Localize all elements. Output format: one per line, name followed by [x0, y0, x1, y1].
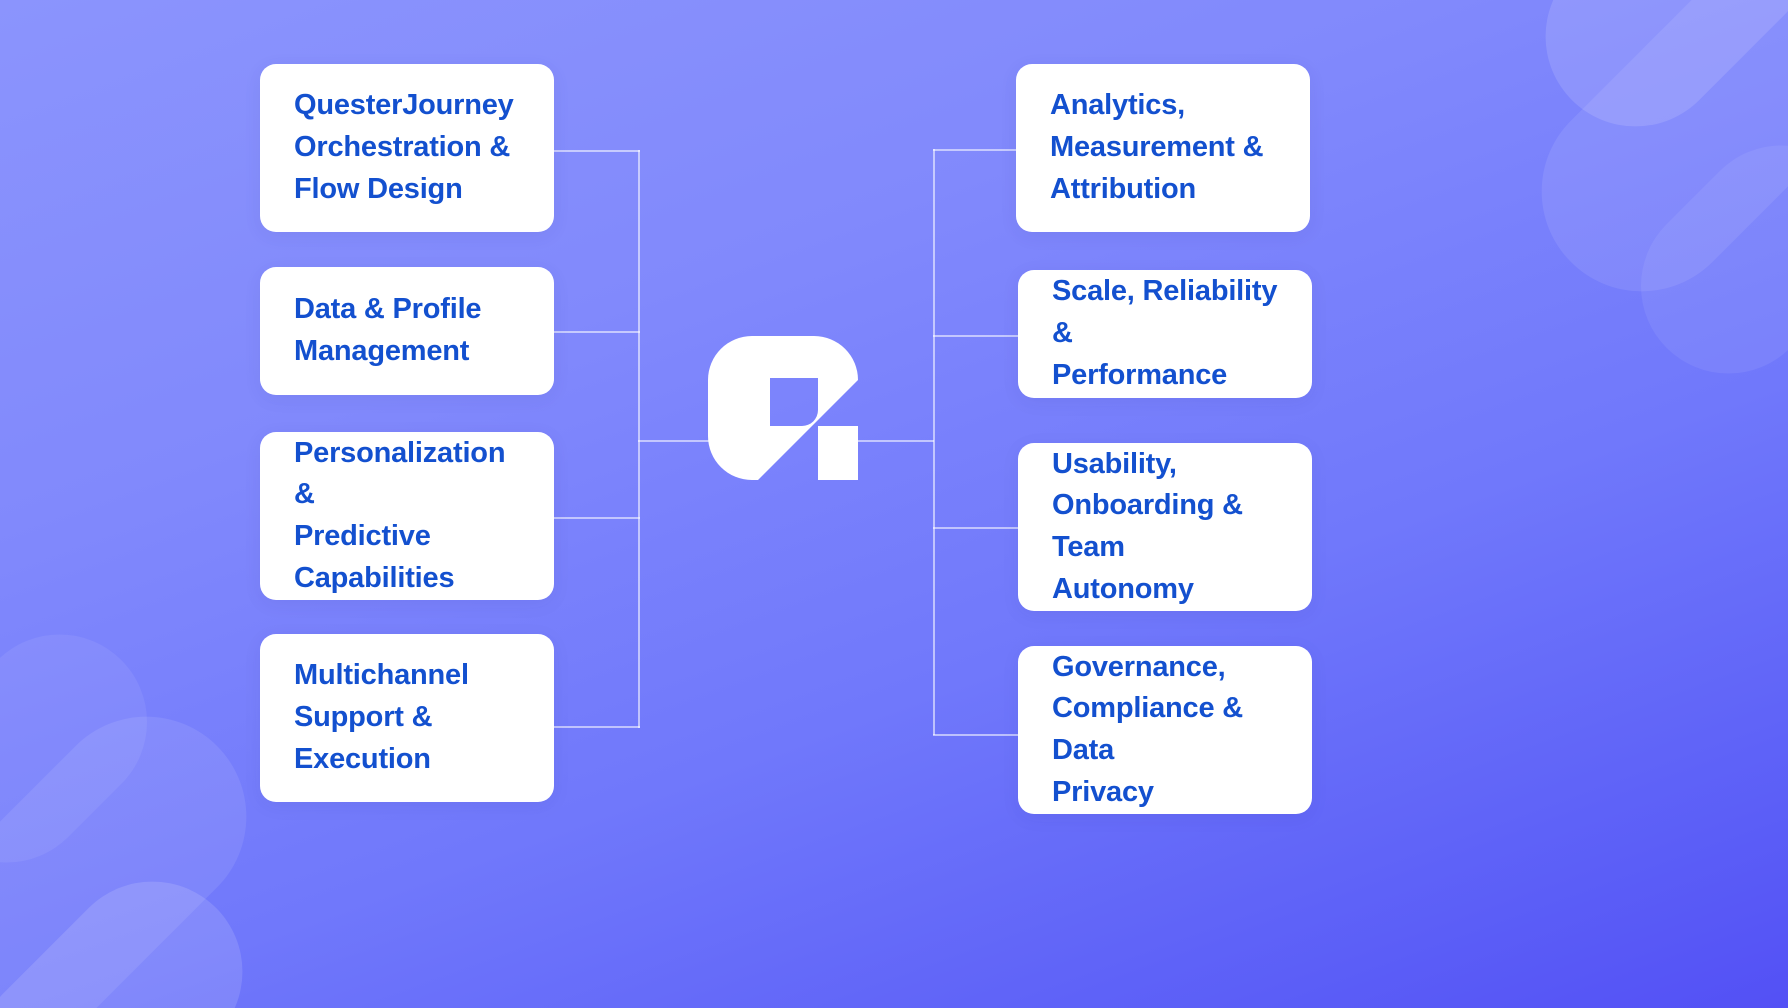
connector-left-branch-0: [554, 150, 640, 152]
branch-card-left-1[interactable]: Data & Profile Management: [260, 267, 554, 395]
branch-card-right-1-label: Scale, Reliability & Performance: [1052, 275, 1278, 391]
connector-left-trunk-to-hub: [638, 440, 710, 442]
branch-card-left-1-label: Data & Profile Management: [294, 293, 482, 367]
connector-right-branch-0: [933, 149, 1019, 151]
branch-card-left-2-label: Personalization & Predictive Capabilitie…: [294, 436, 506, 594]
connector-left-branch-2: [554, 517, 640, 519]
branch-card-left-0[interactable]: QuesterJourney Orchestration & Flow Desi…: [260, 64, 554, 232]
connector-right-branch-1: [933, 335, 1019, 337]
branch-card-left-0-label: QuesterJourney Orchestration & Flow Desi…: [294, 89, 514, 205]
decorative-pill-bottom-left-3: [0, 598, 184, 899]
decorative-pill-top-right-1: [1508, 0, 1788, 164]
branch-card-right-3[interactable]: Governance, Compliance & Data Privacy: [1018, 646, 1312, 814]
branch-card-right-3-label: Governance, Compliance & Data Privacy: [1052, 650, 1243, 808]
decorative-pill-bottom-left-1: [0, 844, 280, 1008]
connector-right-trunk: [933, 149, 935, 735]
branch-card-left-2[interactable]: Personalization & Predictive Capabilitie…: [260, 432, 554, 600]
branch-card-left-3[interactable]: Multichannel Support & Execution: [260, 634, 554, 802]
branch-card-right-1[interactable]: Scale, Reliability & Performance: [1018, 270, 1312, 398]
connector-right-branch-3: [933, 734, 1019, 736]
branch-card-right-0-label: Analytics, Measurement & Attribution: [1050, 89, 1264, 205]
branch-card-right-2[interactable]: Usability, Onboarding & Team Autonomy: [1018, 443, 1312, 611]
decorative-pill-top-right-2: [1500, 0, 1788, 333]
branch-card-right-0[interactable]: Analytics, Measurement & Attribution: [1016, 64, 1310, 232]
decorative-pill-bottom-left-2: [0, 675, 288, 1008]
decorative-pill-top-right-3: [1604, 109, 1788, 410]
quester-logo-mark: [708, 336, 858, 480]
logo-icon: [708, 336, 858, 480]
branch-card-right-2-label: Usability, Onboarding & Team Autonomy: [1052, 447, 1243, 605]
connector-left-trunk: [638, 150, 640, 728]
connector-left-branch-1: [554, 331, 640, 333]
connector-right-branch-2: [933, 527, 1019, 529]
connector-left-branch-3: [554, 726, 640, 728]
branch-card-left-3-label: Multichannel Support & Execution: [294, 659, 469, 775]
connector-hub-to-right-trunk: [858, 440, 934, 442]
